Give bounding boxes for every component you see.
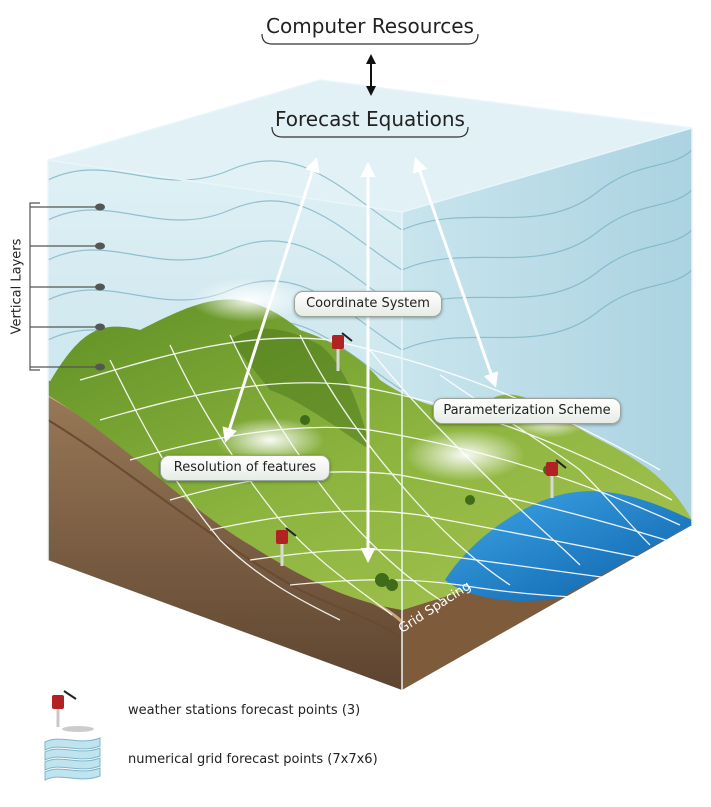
title-top-brace xyxy=(261,33,479,45)
weather-station-legend-icon xyxy=(52,690,94,732)
grid-layers-legend-icon xyxy=(44,737,101,781)
vertical-layers-label: Vertical Layers xyxy=(9,238,25,335)
legend-grid-text: numerical grid forecast points (7x7x6) xyxy=(128,752,378,767)
vertical-layers-bracket xyxy=(29,202,98,371)
forecast-equations-title: Forecast Equations xyxy=(275,107,465,131)
vertical-layer-markers xyxy=(95,203,105,371)
weather-station-3 xyxy=(546,459,567,498)
lake xyxy=(445,491,692,601)
title-equations-brace xyxy=(271,126,469,138)
legend-stations-text: weather stations forecast points (3) xyxy=(128,703,361,718)
coordinate-system-label: Coordinate System xyxy=(294,291,442,317)
computer-resources-title: Computer Resources xyxy=(266,14,474,38)
weather-station-2 xyxy=(276,527,297,566)
resolution-of-features-label: Resolution of features xyxy=(160,455,330,481)
parameterization-scheme-label: Parameterization Scheme xyxy=(433,398,621,424)
relation-arrows xyxy=(222,157,499,563)
cube-edges xyxy=(47,79,693,690)
weather-station-1 xyxy=(332,332,353,371)
